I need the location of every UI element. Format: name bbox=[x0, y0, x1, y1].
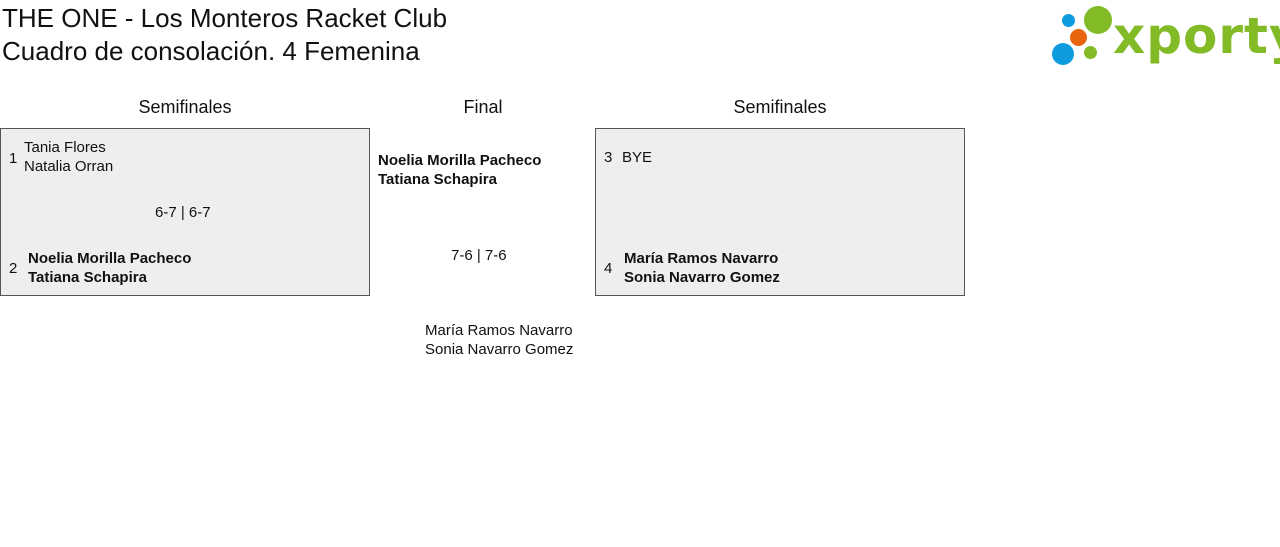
semifinal-left-match: 1 Tania Flores Natalia Orran 6-7 | 6-7 2… bbox=[0, 128, 370, 296]
player-name: Tatiana Schapira bbox=[28, 269, 147, 286]
player-name: María Ramos Navarro bbox=[425, 322, 573, 339]
team-bottom-winner: Noelia Morilla Pacheco Tatiana Schapira bbox=[28, 249, 191, 287]
seed-number: 2 bbox=[9, 260, 18, 277]
player-name: Noelia Morilla Pacheco bbox=[28, 250, 192, 267]
xporty-logo[interactable]: xporty bbox=[1050, 4, 1280, 68]
logo-dot-icon bbox=[1062, 14, 1075, 27]
seed-number: 4 bbox=[604, 260, 613, 277]
page-subtitle: Cuadro de consolación. 4 Femenina bbox=[2, 36, 420, 66]
logo-wordmark: xporty bbox=[1113, 7, 1280, 65]
player-name: María Ramos Navarro bbox=[624, 250, 779, 267]
player-name: Tania Flores bbox=[24, 139, 106, 156]
logo-dot-icon bbox=[1084, 6, 1112, 34]
match-score: 6-7 | 6-7 bbox=[155, 204, 211, 221]
player-name: Noelia Morilla Pacheco bbox=[378, 152, 542, 169]
seed-number: 1 bbox=[9, 150, 18, 167]
column-header-final: Final bbox=[463, 97, 503, 117]
player-name: Sonia Navarro Gomez bbox=[425, 341, 574, 358]
logo-dot-icon bbox=[1052, 43, 1074, 65]
column-header-semifinals-left: Semifinales bbox=[138, 97, 232, 117]
player-name: Tatiana Schapira bbox=[378, 171, 497, 188]
final-team-bottom: María Ramos Navarro Sonia Navarro Gomez bbox=[425, 321, 573, 359]
page-title: THE ONE - Los Monteros Racket Club bbox=[2, 3, 448, 33]
team-top: Tania Flores Natalia Orran bbox=[24, 138, 113, 176]
player-name: Sonia Navarro Gomez bbox=[624, 269, 780, 286]
final-team-top: Noelia Morilla Pacheco Tatiana Schapira bbox=[378, 151, 541, 189]
logo-dot-icon bbox=[1070, 29, 1087, 46]
seed-number: 3 bbox=[604, 149, 613, 166]
final-score: 7-6 | 7-6 bbox=[451, 247, 507, 264]
semifinal-right-match: 3 BYE 4 María Ramos Navarro Sonia Navarr… bbox=[595, 128, 965, 296]
logo-dot-icon bbox=[1084, 46, 1097, 59]
team-top: BYE bbox=[622, 148, 652, 167]
team-bottom-winner: María Ramos Navarro Sonia Navarro Gomez bbox=[624, 249, 780, 287]
player-name: Natalia Orran bbox=[24, 158, 114, 175]
player-name: BYE bbox=[622, 149, 653, 166]
column-header-semifinals-right: Semifinales bbox=[733, 97, 827, 117]
